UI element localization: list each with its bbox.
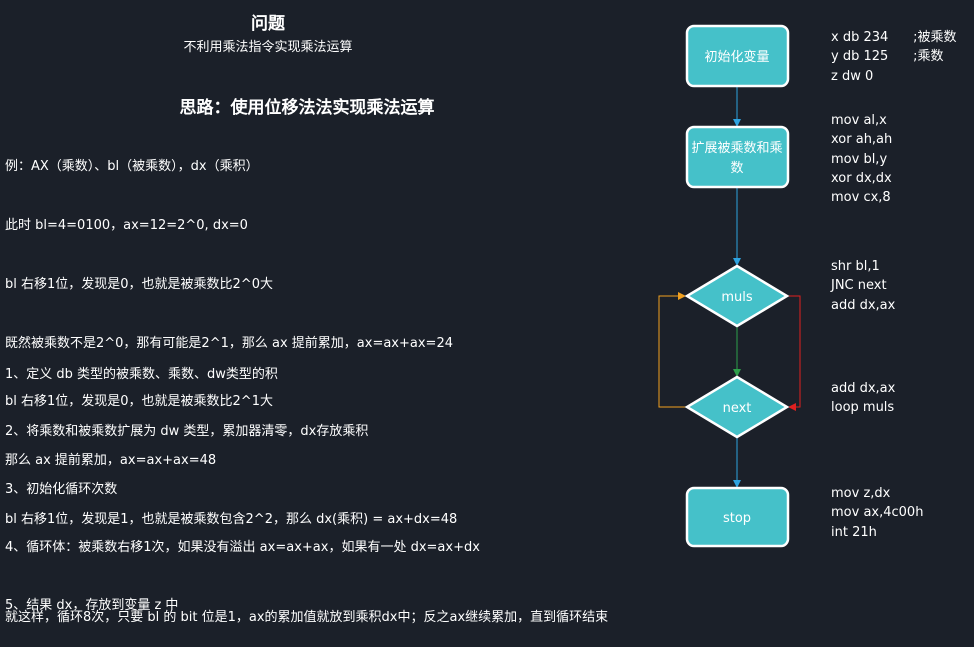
node-extend: 扩展被乘数和乘 数 [685,125,790,189]
code-block-data-definitions: x db 234 ;被乘数 y db 125 ;乘数 z dw 0 [831,30,957,84]
node-init-label: 初始化变量 [704,49,769,65]
step-item: 5、结果 dx，存放到变量 z 中 [5,598,179,614]
arrow-jnc-to-next [787,295,801,411]
page-subtitle: 不利用乘法指令实现乘法运算 [183,40,353,55]
node-next-label: next [723,401,752,416]
step-item: 3、初始化循环次数 [5,482,118,498]
node-extend-label-line2: 数 [730,161,743,176]
approach-title: 思路：使用位移法法实现乘法运算 [179,98,435,118]
code-block-next: add dx,ax loop muls [831,381,896,416]
node-muls-label: muls [721,290,753,305]
approach-line: 此时 bl=4=0100，ax=12=2^0, dx=0 [5,217,248,233]
node-next: next [684,375,790,439]
approach-line: bl 右移1位，发现是0，也就是被乘数比2^1大 [5,394,273,410]
approach-line: 既然被乘数不是2^0，那有可能是2^1，那么 ax 提前累加，ax=ax+ax=… [5,335,453,351]
node-extend-label-line1: 扩展被乘数和乘 [691,141,782,156]
approach-line: 那么 ax 提前累加，ax=ax+ax=48 [5,453,217,469]
node-stop-label: stop [723,511,751,526]
arrow-loop-to-muls [658,292,687,408]
step-item: 2、将乘数和被乘数扩展为 dw 类型，累加器清零，dx存放乘积 [5,424,369,440]
node-muls: muls [684,264,790,328]
node-init: 初始化变量 [685,24,790,88]
node-stop: stop [685,486,790,548]
code-block-init: mov al,x xor ah,ah mov bl,y xor dx,dx mo… [831,113,893,206]
flowchart: 初始化变量 扩展被乘数和乘 数 muls next stop [658,24,801,548]
code-block-muls: shr bl,1 JNC next add dx,ax [831,259,896,313]
approach-line: bl 右移1位，发现是0，也就是被乘数比2^0大 [5,276,273,292]
page-title: 问题 [251,14,285,34]
approach-line: bl 右移1位，发现是1，也就是被乘数包含2^2，那么 dx(乘积) = ax+… [5,511,458,527]
code-block-stop: mov z,dx mov ax,4c00h int 21h [831,486,924,540]
approach-line: 例：AX（乘数）、bl（被乘数），dx（乘积） [5,159,259,175]
step-item: 1、定义 db 类型的被乘数、乘数、dw类型的积 [5,366,278,382]
